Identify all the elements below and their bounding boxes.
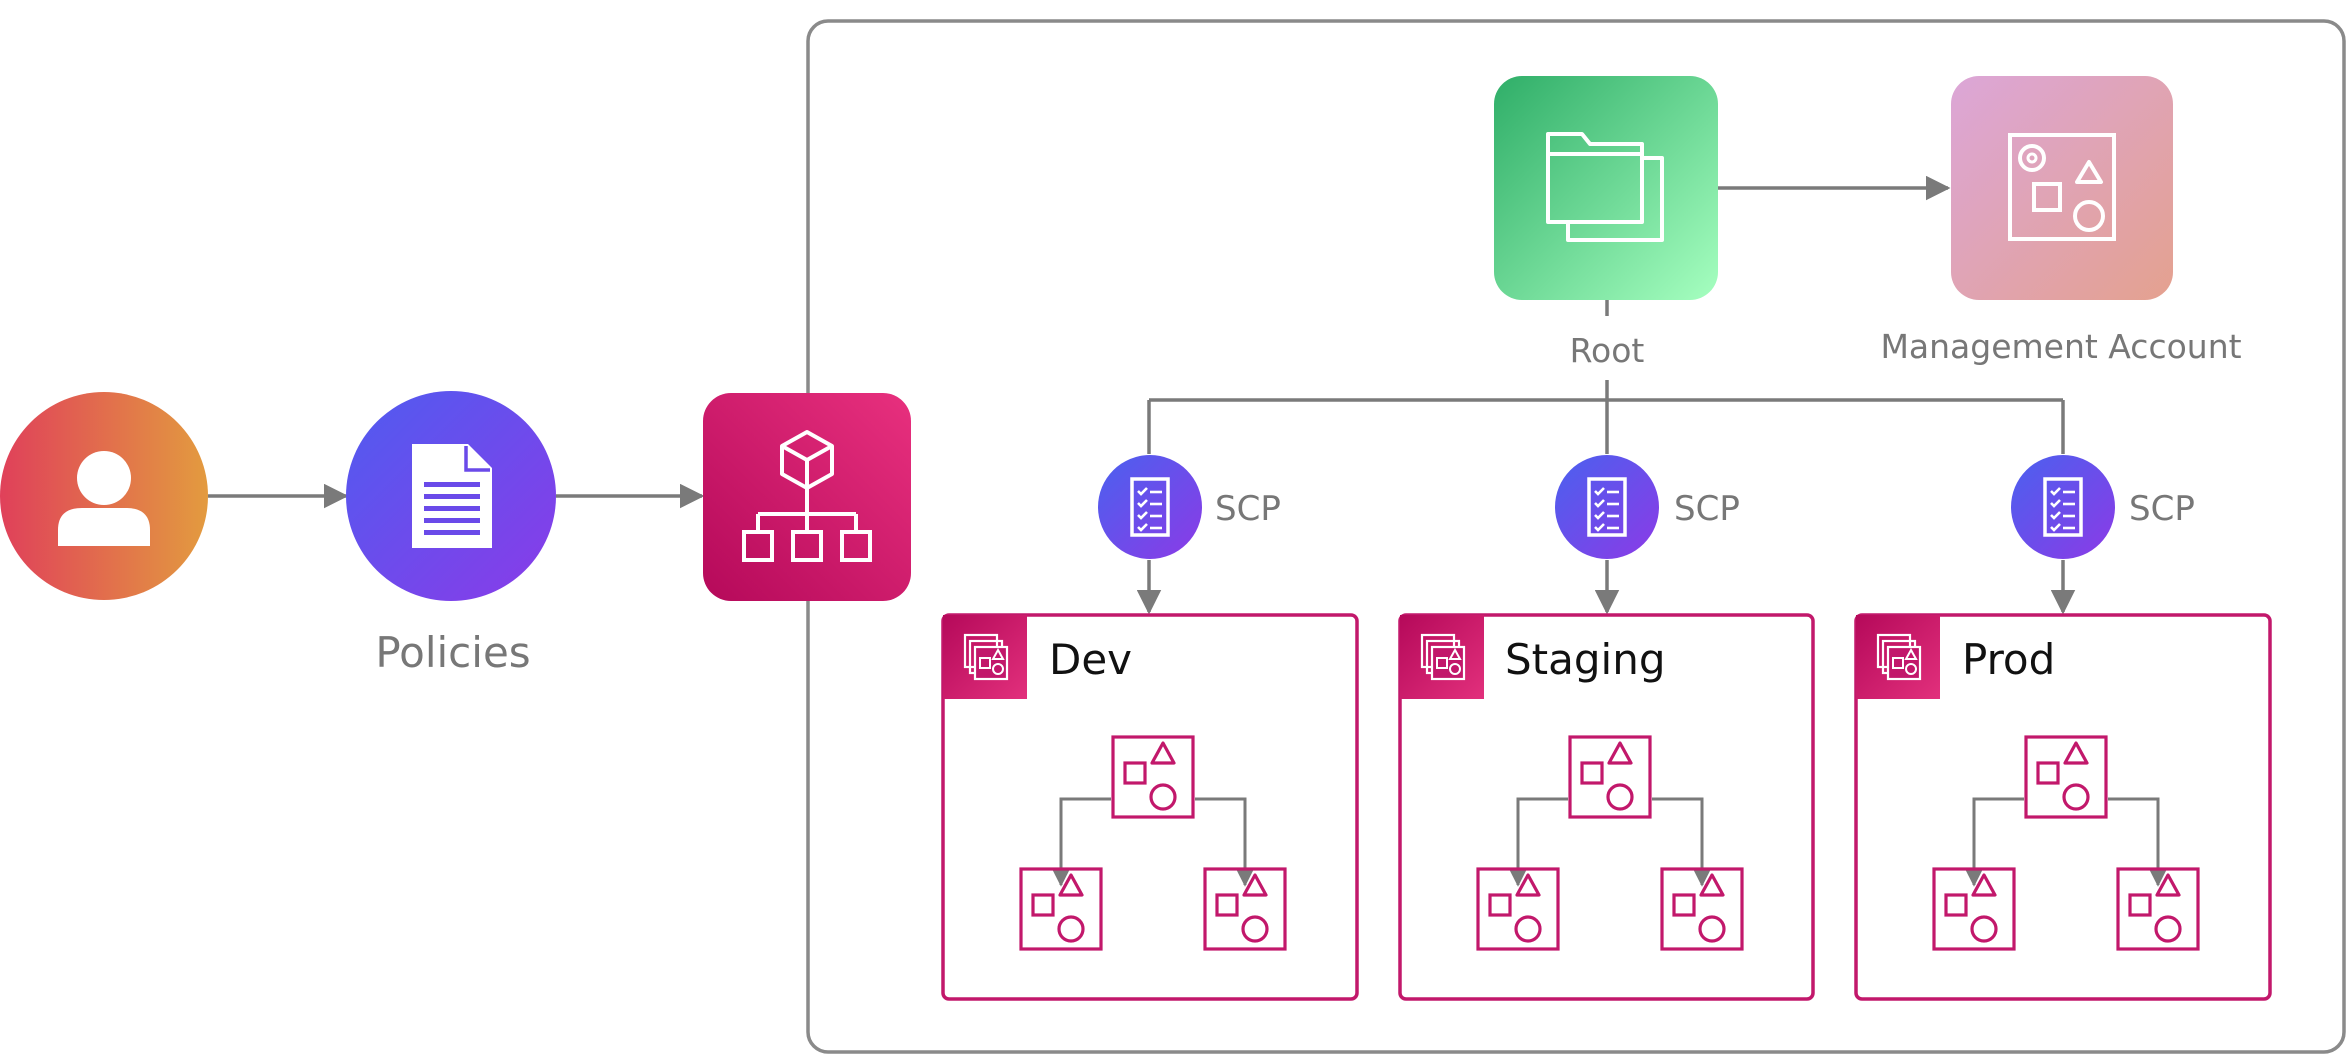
checklist-icon — [1096, 453, 1204, 561]
checklist-icon — [1553, 453, 1661, 561]
scp-prod-label: SCP — [2129, 489, 2195, 529]
scp-staging-label: SCP — [1674, 489, 1740, 529]
management-account-label: Management Account — [1880, 327, 2241, 366]
organizational-unit-icon — [1398, 613, 1486, 701]
ou-staging-title: Staging — [1505, 635, 1665, 684]
ou-prod-title: Prod — [1962, 635, 2055, 684]
ou-dev-title: Dev — [1049, 635, 1132, 684]
organization-hierarchy-icon — [703, 393, 911, 601]
policies-label: Policies — [375, 628, 530, 677]
organizational-unit-icon — [941, 613, 1029, 701]
ou-box-prod — [1854, 613, 2272, 1001]
document-icon — [346, 391, 556, 601]
root-label: Root — [1570, 331, 1645, 370]
ou-box-dev — [941, 613, 1359, 1001]
management-account-icon — [1951, 76, 2173, 300]
scp-dev-label: SCP — [1215, 489, 1281, 529]
checklist-icon — [2009, 453, 2117, 561]
ou-box-staging — [1398, 613, 1815, 1001]
organizational-unit-icon — [1854, 613, 1942, 701]
user-icon — [0, 392, 208, 600]
folders-icon — [1494, 76, 1718, 300]
